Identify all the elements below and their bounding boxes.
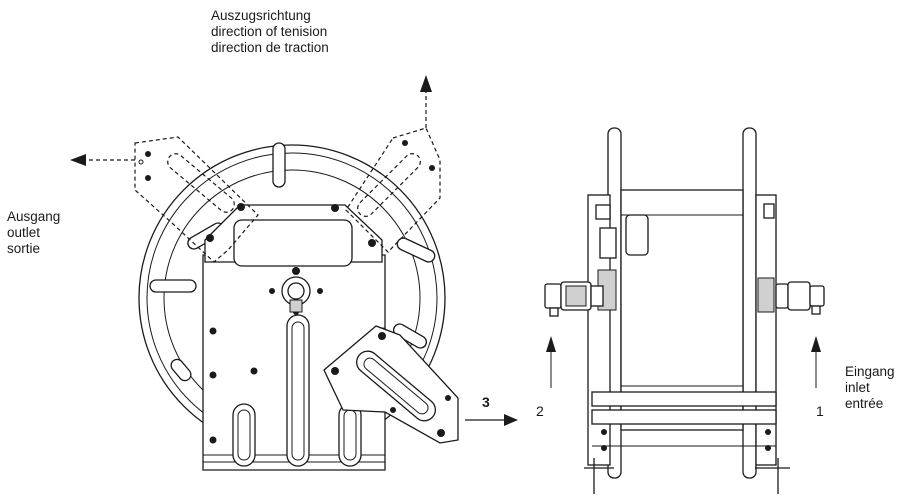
traction-label-de: Auszugsrichtung <box>211 8 311 23</box>
callout-1: 1 <box>816 403 824 419</box>
traction-label-fr: direction de traction <box>211 40 329 55</box>
outlet-label-en: outlet <box>7 225 41 240</box>
outlet-label: Ausgang outlet sortie <box>7 209 60 257</box>
inlet-label-fr: entrée <box>845 396 884 411</box>
outlet-label-de: Ausgang <box>7 209 61 224</box>
outlet-label-fr: sortie <box>7 241 41 256</box>
callout-2: 2 <box>536 403 544 419</box>
inlet-label-en: inlet <box>845 380 870 395</box>
inlet-label: Eingang inlet entrée <box>845 364 895 412</box>
direction-arrows <box>70 75 518 426</box>
inlet-label-de: Eingang <box>845 364 895 379</box>
reel-front-view <box>134 127 459 471</box>
traction-label-en: direction of tenision <box>211 24 328 39</box>
inlet-arrows <box>546 336 821 388</box>
view-marker-3: 3 <box>482 394 490 410</box>
traction-direction-label: Auszugsrichtung direction of tenision di… <box>211 8 329 56</box>
reel-side-view <box>544 127 825 494</box>
